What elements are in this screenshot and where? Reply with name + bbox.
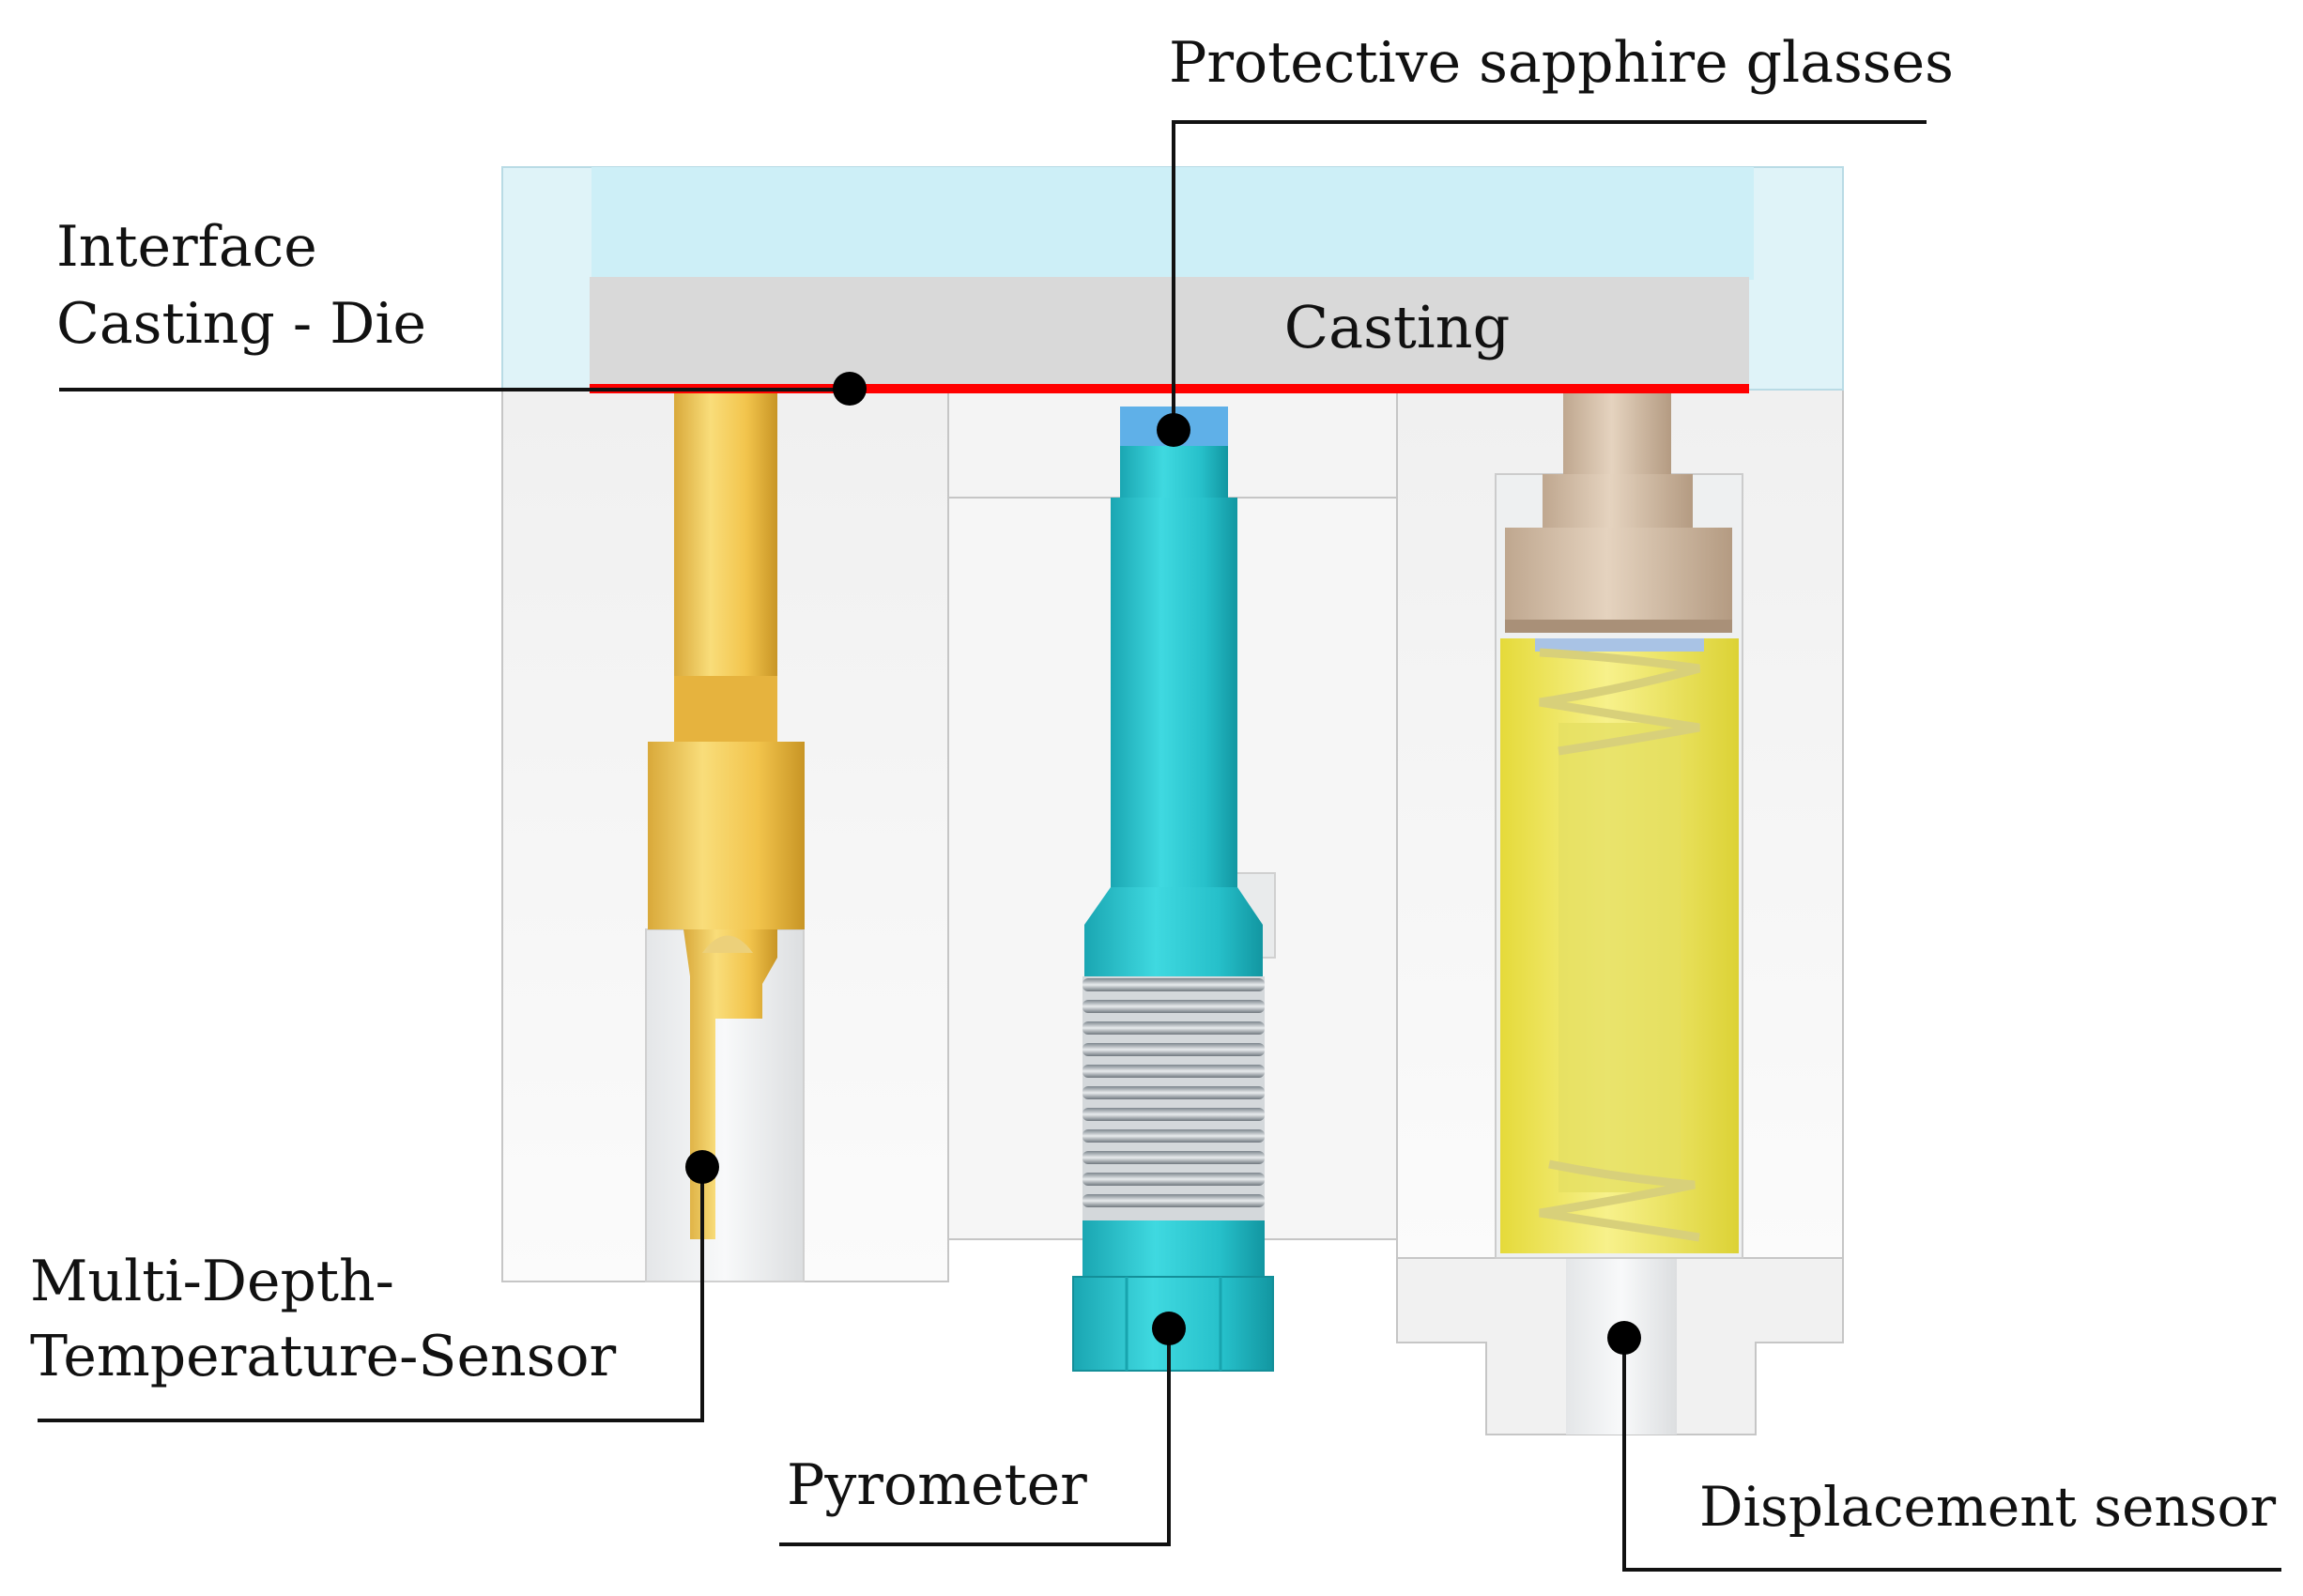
leader-protective-glass xyxy=(1172,120,1927,427)
label-protective-glass: Protective sapphire glasses xyxy=(1169,30,1954,96)
marker-pyrometer xyxy=(1152,1312,1186,1345)
leader-displacement xyxy=(1622,1338,2281,1572)
callout-markers xyxy=(685,372,1641,1355)
plunger-cap-shadow xyxy=(1505,620,1732,633)
label-interface-line2: Casting - Die xyxy=(56,291,426,357)
pyrometer-neck xyxy=(1111,498,1237,887)
mdts-collar xyxy=(648,742,805,929)
pyrometer-taper xyxy=(1084,887,1263,976)
casting-plate xyxy=(590,277,1749,388)
spring-core xyxy=(1558,723,1681,1192)
pyrometer-head xyxy=(1120,446,1228,498)
marker-displacement xyxy=(1607,1321,1641,1355)
pyrometer-thread xyxy=(1082,976,1265,1220)
mdts-shaft-band xyxy=(674,676,777,742)
marker-mdts xyxy=(685,1150,719,1184)
casting-label: Casting xyxy=(1284,293,1511,361)
leader-pyrometer xyxy=(779,1328,1171,1546)
label-mdts-line2: Temperature-Sensor xyxy=(30,1324,617,1389)
spring-cylinder-top xyxy=(1535,638,1704,652)
casting-block: Casting xyxy=(590,277,1749,388)
spring-coil-lower xyxy=(1539,1159,1700,1242)
displacement-sensor xyxy=(1495,393,1743,1259)
interface-line xyxy=(590,384,1749,393)
leader-lines xyxy=(38,120,2281,1572)
mdts-tip-notch xyxy=(702,935,753,953)
marker-interface xyxy=(833,372,867,406)
plunger-step xyxy=(1543,474,1693,530)
marker-protective-glass xyxy=(1157,413,1190,447)
spring-coil-upper xyxy=(1539,648,1701,756)
leader-mdts xyxy=(38,1167,704,1422)
label-mdts-line1: Multi-Depth- xyxy=(30,1249,394,1314)
pyrometer-body-lower xyxy=(1082,1220,1265,1277)
label-pyrometer: Pyrometer xyxy=(787,1452,1087,1518)
plunger-cap xyxy=(1505,528,1732,631)
labels: Protective sapphire glasses Interface Ca… xyxy=(30,30,2276,1539)
plunger-tip xyxy=(1563,393,1671,478)
label-displacement: Displacement sensor xyxy=(1699,1475,2276,1539)
label-interface-line1: Interface xyxy=(56,214,317,280)
